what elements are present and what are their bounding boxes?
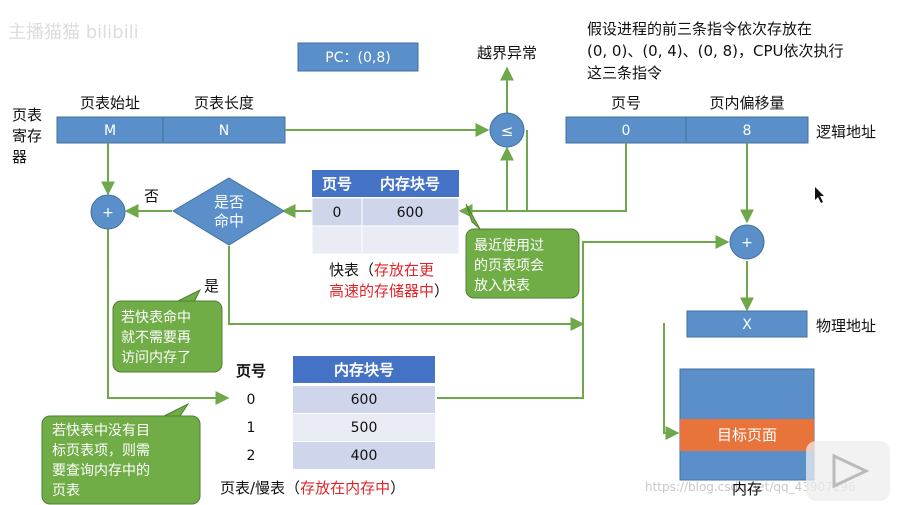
pt-row-3-cell [293, 442, 435, 469]
la-label: 逻辑地址 [816, 123, 876, 141]
arrow-pagetable-to-adder [437, 235, 730, 399]
callout-miss-line-1: 若快表中没有目 [52, 423, 150, 439]
compare-circle [489, 112, 525, 148]
note-line-3: 这三条指令 [587, 64, 662, 82]
callout-recent [465, 228, 580, 299]
decision-no-label: 否 [144, 187, 159, 205]
mouse-cursor-icon [815, 187, 824, 203]
tlb-caption-line-1: 快表（存放在更 [329, 261, 434, 279]
pt-row-1-page: 0 [247, 392, 256, 408]
tlb-row-1-block: 600 [397, 205, 424, 221]
la-offset-box [685, 116, 809, 144]
la-offset-header: 页内偏移量 [709, 94, 784, 112]
pt-header-block-cell [293, 356, 435, 383]
callout-hit-line-1: 若快表命中 [121, 309, 191, 326]
callout-miss [41, 415, 201, 505]
decision-text-1: 是否 [214, 193, 244, 211]
decision-diamond [172, 177, 285, 246]
pc-box [297, 42, 419, 72]
tlb-header-page [312, 170, 362, 197]
la-offset-value: 8 [743, 123, 752, 139]
callout-hit [112, 300, 223, 373]
callout-miss-line-3: 要查询内存中的 [52, 463, 150, 479]
pt-caption: 页表/慢表（存放在内存中） [220, 479, 405, 497]
la-page-value: 0 [622, 123, 631, 139]
target-page-label: 目标页面 [717, 426, 777, 444]
pt-row-1-block: 600 [351, 392, 378, 408]
callout-recent-line-2: 的页表项会 [474, 258, 544, 274]
tlb-caption-line-2: 高速的存储器中） [329, 282, 449, 300]
physical-address-label: 物理地址 [816, 317, 876, 335]
plus-circle-right [729, 224, 765, 260]
callout-miss-line-2: 标页表项，则需 [52, 443, 150, 459]
pt-row-3-page: 2 [247, 448, 256, 464]
callout-recent-tail [465, 203, 481, 230]
plus-symbol-right: + [741, 235, 753, 251]
tlb-header-block [362, 170, 459, 197]
play-icon [832, 453, 870, 489]
callout-recent-line-1: 最近使用过 [474, 237, 544, 254]
overflow-label: 越界异常 [477, 44, 537, 62]
decision-yes-label: 是 [204, 277, 219, 295]
callout-miss-line-4: 页表 [52, 483, 80, 499]
physical-address-box [686, 310, 808, 338]
target-page-block [680, 419, 814, 451]
memory-label: 内存 [732, 480, 762, 498]
plus-circle-left [90, 194, 126, 230]
plus-symbol-left: + [102, 205, 114, 221]
pc-value: PC：(0,8) [325, 50, 390, 66]
watermark-bottom: https://blog.csdn.net/qq_43907296 [645, 480, 856, 494]
callout-recent-line-3: 放入快表 [474, 278, 530, 294]
ptr-side-label-1: 页表 [12, 106, 42, 124]
pt-row-2-block: 500 [351, 420, 378, 436]
connectors [101, 66, 754, 440]
la-page-header: 页号 [611, 94, 641, 112]
tlb-row-1-block-cell [361, 197, 460, 227]
pt-header-page: 页号 [236, 362, 266, 380]
ptr-start-box [56, 116, 164, 144]
ptr-side-label-3: 器 [12, 148, 27, 166]
ptr-side-label-2: 寄存 [12, 127, 42, 145]
callout-hit-line-3: 访问内存了 [121, 350, 191, 366]
tlb-header-block-text: 内存块号 [380, 175, 440, 193]
arrow-hit-path [228, 246, 585, 331]
ptr-length-value: N [219, 123, 229, 139]
pt-row-2-page: 1 [247, 420, 256, 436]
tlb-header-page-text: 页号 [322, 175, 352, 193]
tlb-row-2-page-cell [311, 225, 363, 255]
decision-text-2: 命中 [214, 212, 244, 230]
tlb-row-1-page-cell [311, 197, 363, 227]
ptr-start-header: 页表始址 [80, 94, 140, 112]
ptr-start-value: M [104, 123, 116, 139]
tlb-row-1-page: 0 [333, 205, 342, 221]
ptr-length-header: 页表长度 [194, 94, 254, 112]
note-line-1: 假设进程的前三条指令依次存放在 [587, 20, 812, 38]
play-button[interactable] [806, 441, 890, 501]
pt-row-1-cell [293, 386, 435, 413]
compare-symbol: ≤ [501, 122, 514, 140]
pt-header-block: 内存块号 [334, 361, 394, 379]
pt-row-2-cell [293, 414, 435, 441]
callout-hit-line-2: 就不需要再 [121, 330, 191, 346]
note-line-2: (0, 0)、(0, 4)、(0, 8)，CPU依次执行 [587, 42, 843, 60]
pt-row-3-block: 400 [351, 448, 378, 464]
physical-address-value: X [742, 317, 752, 333]
watermark-top: 主播猫猫 bilibili [8, 22, 139, 43]
arrow-plus-to-pagetable [107, 229, 230, 405]
tlb-row-2-block-cell [361, 225, 460, 255]
arrow-physical-to-memory [663, 323, 680, 440]
